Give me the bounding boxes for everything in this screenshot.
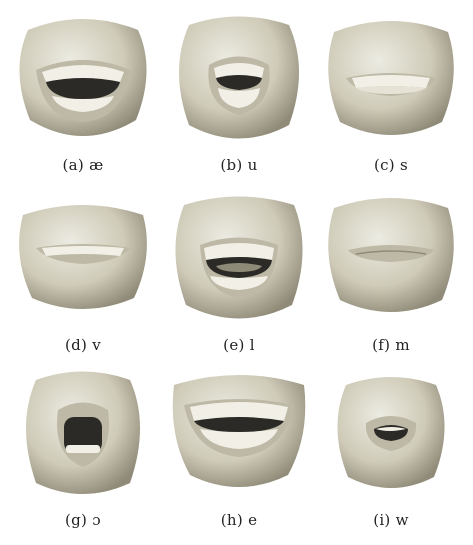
caption-d: (d) v xyxy=(64,336,102,354)
mouth-image-s xyxy=(328,21,454,135)
panel-c: (c) s xyxy=(316,10,466,190)
mouth-image-v xyxy=(19,205,147,309)
caption-i: (i) w xyxy=(373,511,409,529)
panel-h: (h) e xyxy=(164,365,314,545)
mouth-image-ae xyxy=(19,19,147,136)
caption-g: (g) ɔ xyxy=(65,511,101,529)
panel-g: (g) ɔ xyxy=(8,365,158,545)
mouth-image-l xyxy=(175,196,303,319)
caption-b: (b) u xyxy=(220,156,258,174)
panel-b: (b) u xyxy=(164,10,314,190)
panel-d: (d) v xyxy=(8,190,158,370)
mouth-image-w xyxy=(337,377,445,488)
caption-c: (c) s xyxy=(373,156,409,174)
panel-a: (a) æ xyxy=(8,10,158,190)
mouth-image-m xyxy=(328,198,454,312)
caption-f: (f) m xyxy=(372,336,410,354)
caption-h: (h) e xyxy=(220,511,258,529)
mouth-image-e xyxy=(172,375,306,487)
panel-e: (e) l xyxy=(164,190,314,370)
mouth-image-u xyxy=(179,16,299,139)
caption-e: (e) l xyxy=(223,336,255,354)
panel-i: (i) w xyxy=(316,365,466,545)
caption-a: (a) æ xyxy=(62,156,104,174)
mouth-image-open-o xyxy=(26,371,140,494)
panel-f: (f) m xyxy=(316,190,466,370)
